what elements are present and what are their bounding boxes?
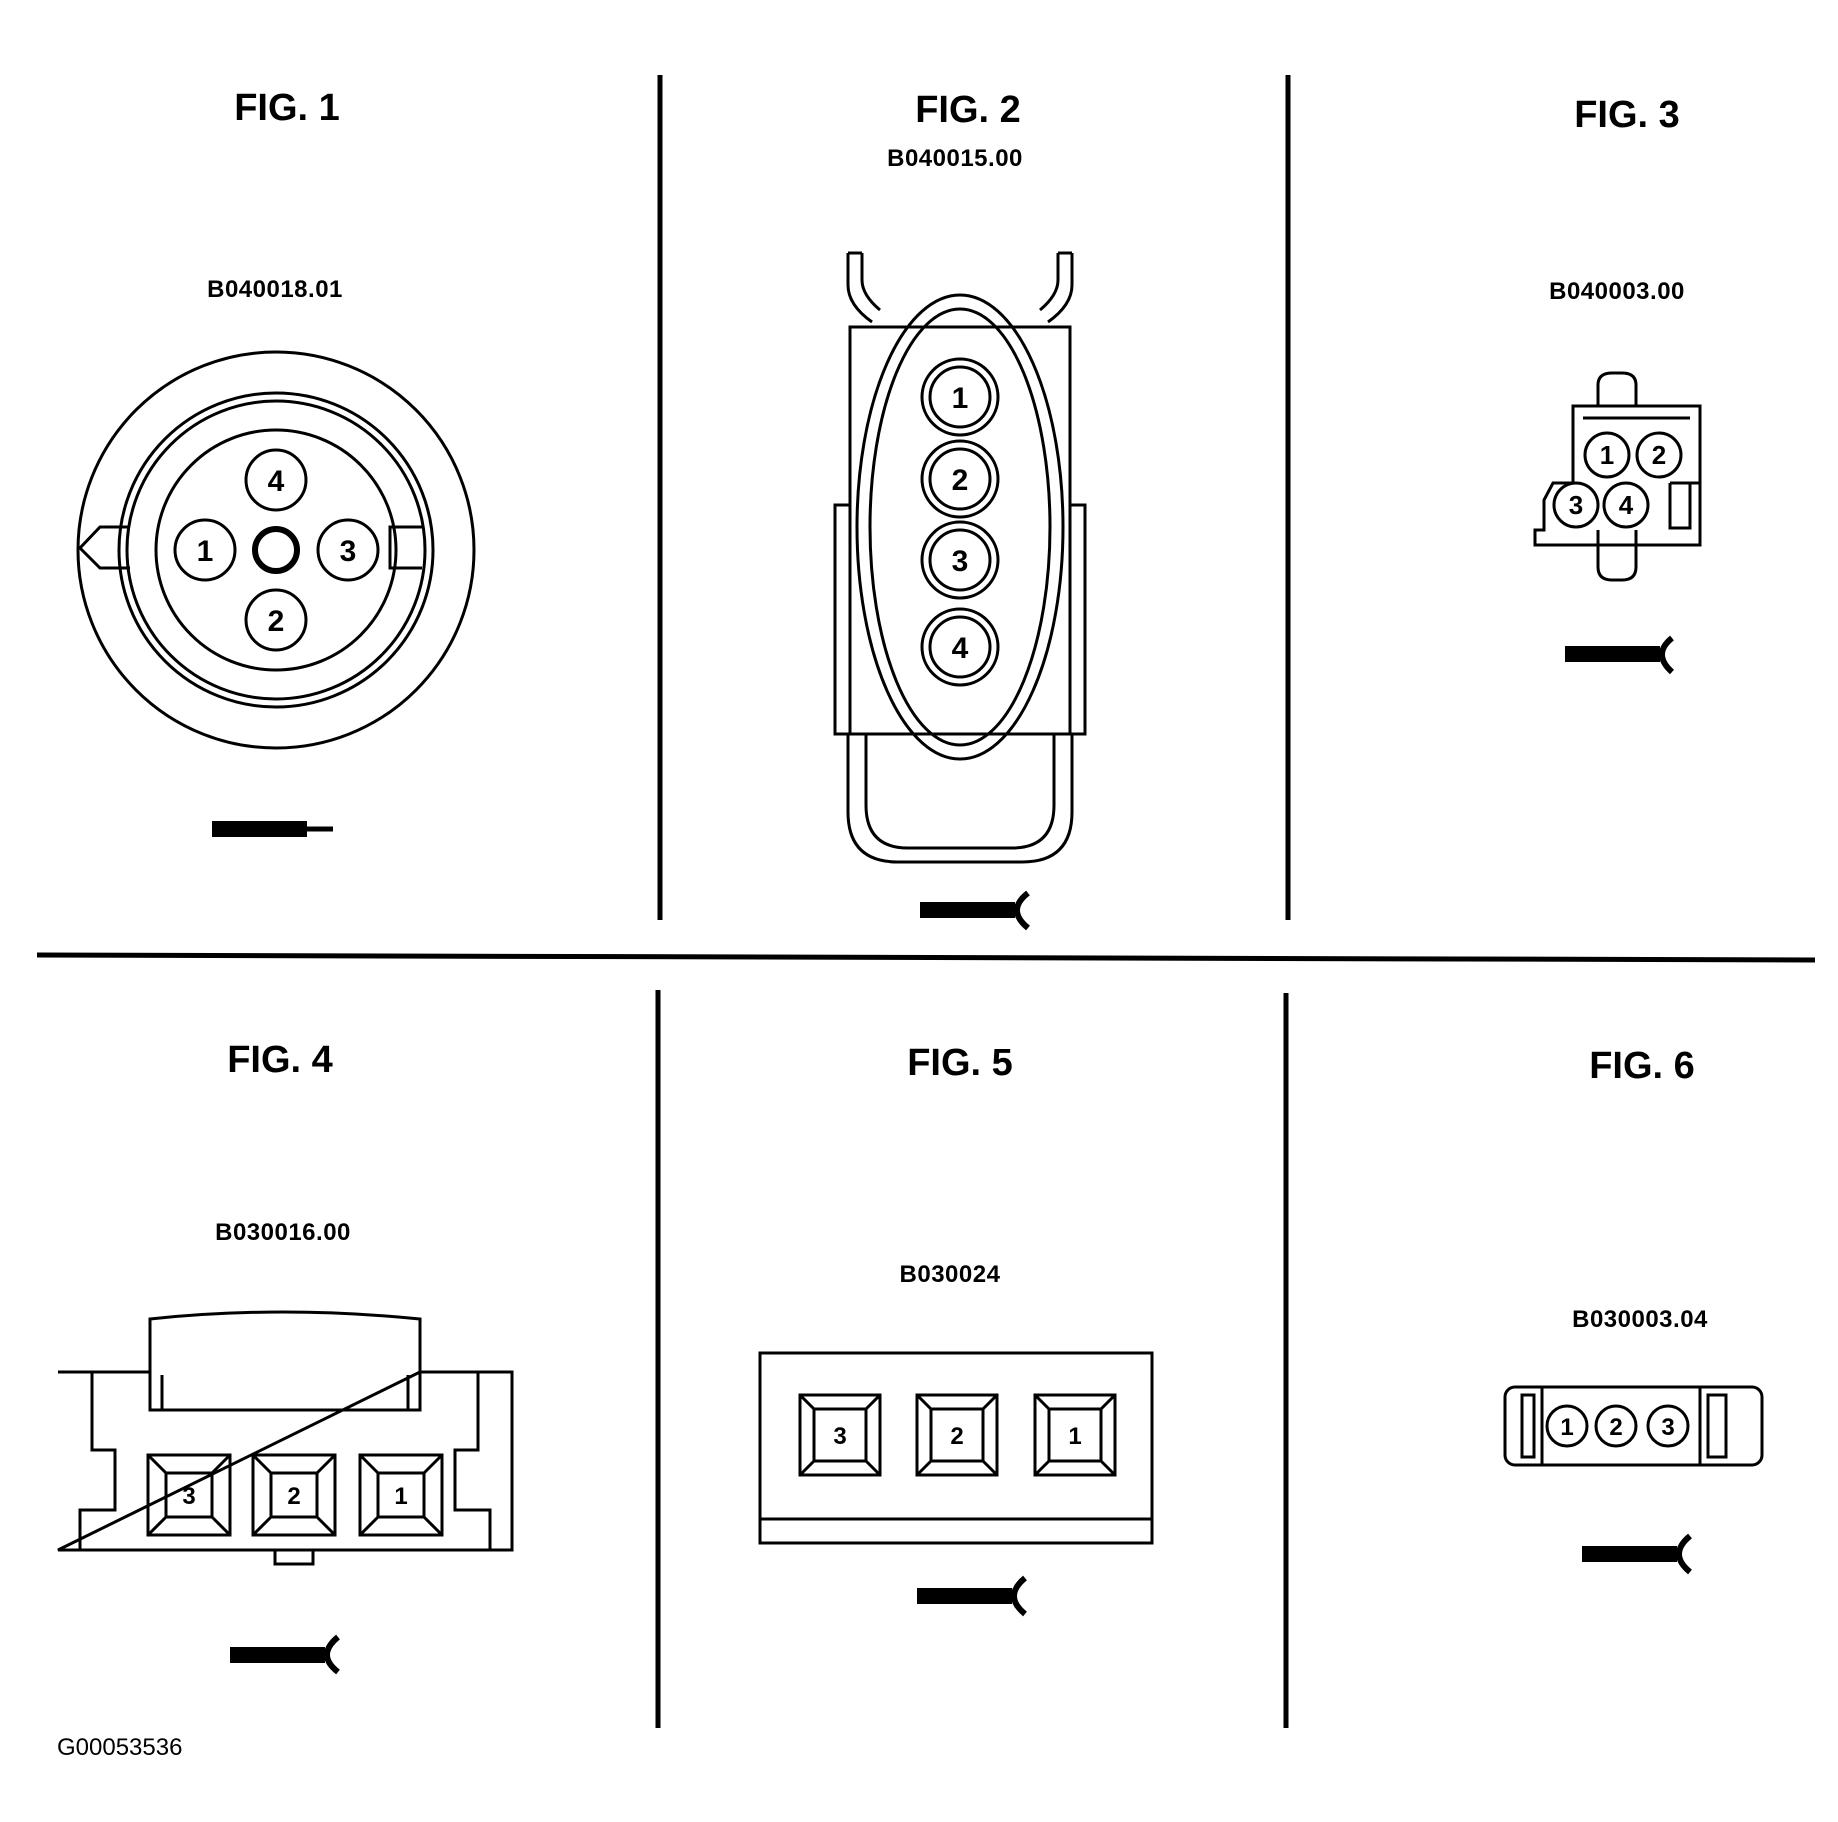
pin-label: 1 — [1068, 1423, 1081, 1450]
pin-label: 4 — [268, 465, 285, 498]
pin-terminal-icon — [212, 821, 333, 837]
figure-title: FIG. 3 — [1574, 94, 1680, 136]
pin-label: 1 — [197, 535, 214, 568]
figure-title: FIG. 2 — [915, 89, 1021, 131]
figure-title: FIG. 6 — [1589, 1045, 1695, 1087]
pin-label: 1 — [1600, 440, 1614, 470]
round-connector-icon: 1 2 3 4 — [76, 350, 476, 750]
figure-6: FIG. 6 B030003.04 1 2 3 — [1503, 1045, 1764, 1575]
pin-label: 2 — [287, 1483, 300, 1510]
figure-5: FIG. 5 B030024 3 2 1 — [758, 1042, 1154, 1617]
pin-label: 4 — [952, 632, 969, 665]
pin-label: 1 — [394, 1483, 407, 1510]
figure-title: FIG. 5 — [907, 1042, 1013, 1084]
part-number: B030024 — [900, 1261, 1001, 1288]
pin-label: 3 — [952, 545, 969, 578]
pin-label: 2 — [950, 1423, 963, 1450]
drawing-id: G00053536 — [57, 1734, 182, 1761]
pin-label: 2 — [952, 464, 969, 497]
pin-label: 1 — [952, 382, 969, 415]
pin-label: 3 — [1569, 490, 1583, 520]
figure-3: FIG. 3 B040003.00 1 2 3 4 — [1533, 94, 1702, 675]
socket-terminal-icon — [917, 1575, 1028, 1617]
oval-connector-icon: 1 2 3 4 — [833, 251, 1087, 864]
pin-label: 2 — [268, 605, 285, 638]
socket-terminal-icon — [1565, 635, 1675, 675]
figure-4: FIG. 4 B030016.00 3 2 1 — [57, 1039, 514, 1675]
socket-terminal-icon — [230, 1634, 341, 1675]
divider-h — [36, 952, 1816, 963]
pin-label: 1 — [1560, 1414, 1573, 1441]
part-number: B040015.00 — [887, 145, 1023, 172]
part-number: B030016.00 — [215, 1219, 351, 1246]
pin-label: 3 — [833, 1423, 846, 1450]
pin-label: 4 — [1619, 490, 1634, 520]
part-number: B040003.00 — [1549, 278, 1685, 305]
pin-label: 2 — [1609, 1414, 1622, 1441]
pin-label: 3 — [1661, 1414, 1674, 1441]
square-connector-icon: 1 2 3 4 — [1533, 371, 1702, 582]
socket-terminal-icon — [920, 890, 1031, 931]
figure-title: FIG. 1 — [234, 87, 340, 129]
pin-label: 2 — [1652, 440, 1666, 470]
socket-terminal-icon — [1582, 1533, 1693, 1575]
part-number: B040018.01 — [207, 276, 343, 303]
figure-title: FIG. 4 — [227, 1039, 333, 1081]
figure-1: FIG. 1 B040018.01 1 2 3 4 — [76, 87, 476, 837]
rect-connector-icon: 3 2 1 — [57, 1310, 514, 1566]
pin-label: 3 — [182, 1483, 195, 1510]
block-connector-icon: 3 2 1 — [758, 1351, 1154, 1545]
part-number: B030003.04 — [1572, 1306, 1708, 1333]
pin-label: 3 — [340, 535, 357, 568]
figure-2: FIG. 2 B040015.00 1 2 3 — [833, 89, 1087, 931]
inline-connector-icon: 1 2 3 — [1503, 1385, 1764, 1467]
